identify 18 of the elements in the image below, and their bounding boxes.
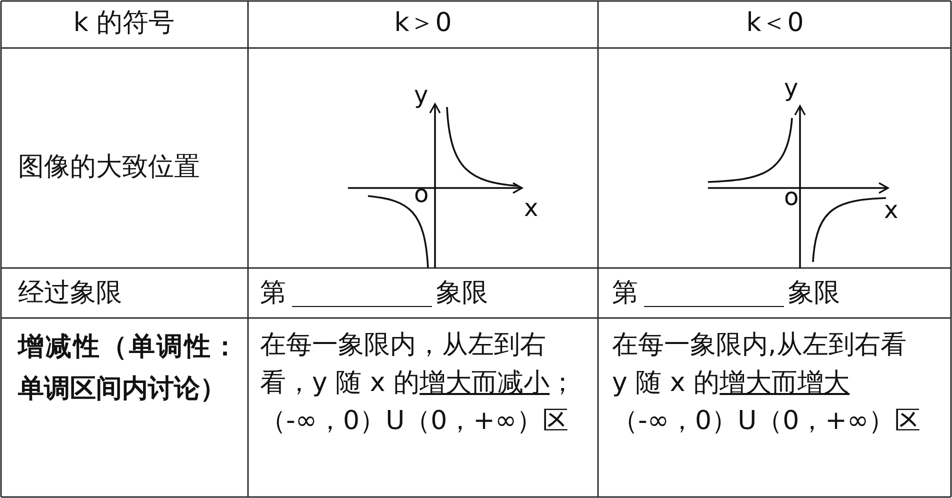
column-header: k＞0 xyxy=(393,7,453,40)
cell-text: 在每一象限内，从左到右看，y 随 x 的增大而减小； （-∞，0）U（0，+∞）区 xyxy=(260,329,577,438)
cell-text: 在每一象限内,从左到右看 y 随 x 的增大而增大 （-∞，0）U（0，+∞）区 xyxy=(612,329,922,438)
axis-label: y xyxy=(414,81,428,109)
cell-text: 象限 xyxy=(436,277,488,310)
origin-label: o xyxy=(784,183,799,211)
row-header: 增减性（单调性：单调区间内讨论） xyxy=(18,331,238,406)
row-header: 图像的大致位置 xyxy=(18,151,200,184)
axis-label: x xyxy=(884,196,898,224)
column-header: k＜0 xyxy=(745,7,805,40)
cell-text: 第 xyxy=(612,277,638,310)
origin-label: o xyxy=(414,180,429,208)
axis-label: y xyxy=(784,74,798,102)
axis-label: x xyxy=(524,194,538,222)
cell-text: 第 xyxy=(260,277,286,310)
cell-text: 象限 xyxy=(788,277,840,310)
column-header: k 的符号 xyxy=(72,7,176,40)
row-header: 经过象限 xyxy=(18,277,122,310)
